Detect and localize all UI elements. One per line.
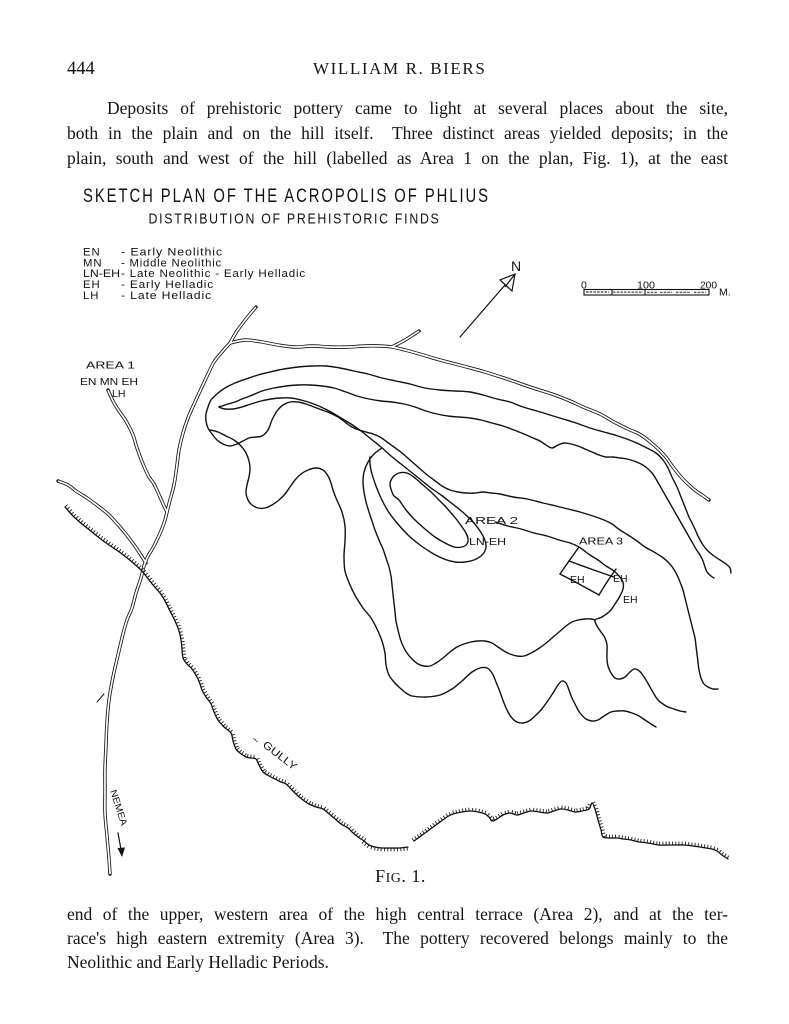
svg-text:0: 0 [581,280,587,292]
svg-text:- Middle Neolithic: - Middle Neolithic [121,257,222,269]
svg-text:- Late Helladic: - Late Helladic [121,290,212,302]
svg-text:DISTRIBUTION OF PREHISTORIC FI: DISTRIBUTION OF PREHISTORIC FINDS [149,212,441,228]
svg-text:GULLY: GULLY [260,739,299,773]
svg-text:LN-EH: LN-EH [469,536,506,548]
svg-text:100: 100 [637,280,655,292]
svg-text:200: 200 [700,280,717,292]
svg-text:LH: LH [112,388,125,400]
svg-text:EN MN EH: EN MN EH [80,376,138,388]
svg-text:LN-EH: LN-EH [83,268,120,280]
svg-text:- Early Neolithic: - Early Neolithic [121,247,223,259]
svg-text:SKETCH PLAN OF THE ACROPOLIS O: SKETCH PLAN OF THE ACROPOLIS OF PHLIUS [83,186,490,207]
svg-text:- Late Neolithic - Early Hella: - Late Neolithic - Early Helladic [121,268,306,280]
svg-text:- Early Helladic: - Early Helladic [121,279,214,291]
svg-text:AREA 1: AREA 1 [86,360,135,372]
svg-text:EH: EH [623,594,638,606]
svg-text:MN: MN [83,257,103,269]
svg-text:~: ~ [249,734,261,747]
svg-text:EH: EH [83,279,101,291]
svg-text:EH: EH [613,573,628,585]
svg-text:NEMEA: NEMEA [107,789,129,828]
svg-text:N: N [511,258,521,274]
svg-text:M.: M. [719,287,731,299]
svg-text:EH: EH [570,574,585,586]
svg-text:AREA 2: AREA 2 [465,515,518,527]
svg-text:EN: EN [83,247,101,259]
svg-text:LH: LH [83,290,99,302]
svg-text:AREA 3: AREA 3 [579,536,623,548]
